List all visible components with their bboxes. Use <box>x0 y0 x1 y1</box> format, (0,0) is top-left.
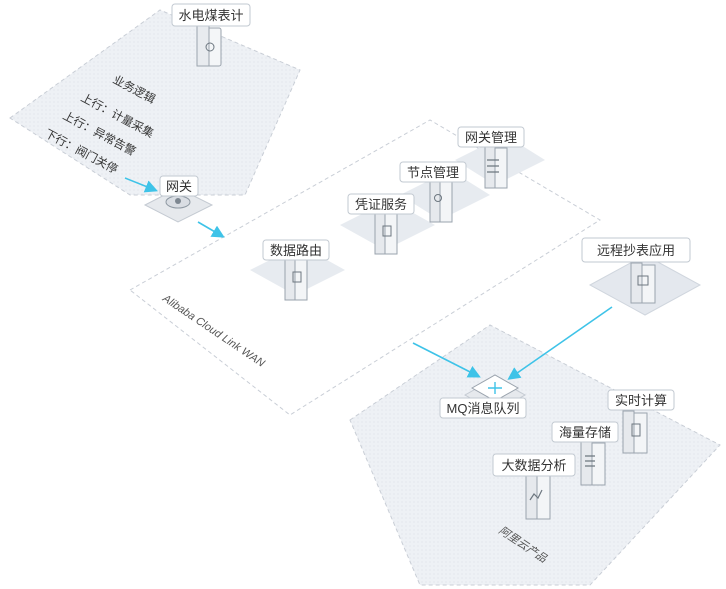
credential-label: 凭证服务 <box>355 197 407 212</box>
big-data-icon <box>529 489 543 501</box>
wan-region <box>129 119 601 416</box>
data-routing-icon <box>292 271 302 283</box>
arrow-gateway-to-wan <box>197 221 225 238</box>
gateway-label-box <box>159 175 199 197</box>
meter-platform <box>9 9 301 196</box>
mq-icon <box>488 382 502 394</box>
realtime-label: 实时计算 <box>615 393 667 408</box>
node-mgmt-label: 节点管理 <box>407 165 459 180</box>
gateway-mgmt-label-box <box>457 126 525 148</box>
realtime-icon <box>631 423 641 437</box>
storage-label-box <box>551 421 619 443</box>
remote-app-icon <box>637 275 649 286</box>
mass-storage-device <box>580 440 606 486</box>
arrow-meter-to-gateway <box>124 177 158 193</box>
gateway-mgmt-label: 网关管理 <box>465 130 517 145</box>
storage-label: 海量存储 <box>559 425 611 440</box>
credential-icon <box>382 225 392 237</box>
mq-label-box <box>439 397 527 419</box>
gateway-label: 网关 <box>166 179 192 194</box>
arrow-app-to-mq <box>507 306 613 380</box>
big-data-device <box>525 472 551 520</box>
mq-label: MQ消息队列 <box>447 401 520 416</box>
node-mgmt-label-box <box>399 161 467 183</box>
arrow-wan-to-mq <box>412 342 481 378</box>
credential-service-device <box>374 211 398 255</box>
gateway-device <box>143 187 214 223</box>
data-routing-device <box>284 255 308 301</box>
remote-app-label-box <box>581 237 691 263</box>
meter-label: 水电煤表计 <box>178 8 243 23</box>
node-management-device <box>429 179 453 223</box>
gateway-management-device <box>484 145 508 189</box>
big-data-label-box <box>492 453 576 477</box>
gateway-mgmt-icon <box>487 159 499 173</box>
remote-app-device <box>630 262 656 304</box>
wan-region-label: Alibaba Cloud Link WAN <box>159 292 266 370</box>
meter-label-box <box>171 3 251 27</box>
node-mgmt-icon <box>434 194 442 202</box>
remote-app-label: 远程抄表应用 <box>597 243 675 258</box>
meter-device <box>196 25 222 67</box>
credential-label-box <box>347 193 415 215</box>
realtime-compute-device <box>622 410 648 454</box>
big-data-label: 大数据分析 <box>501 458 566 473</box>
realtime-label-box <box>607 389 675 411</box>
data-routing-label-box <box>262 239 330 261</box>
meter-icon <box>205 42 215 52</box>
gateway-icon <box>175 198 181 204</box>
data-routing-label: 数据路由 <box>270 243 322 258</box>
storage-icon <box>585 455 595 467</box>
